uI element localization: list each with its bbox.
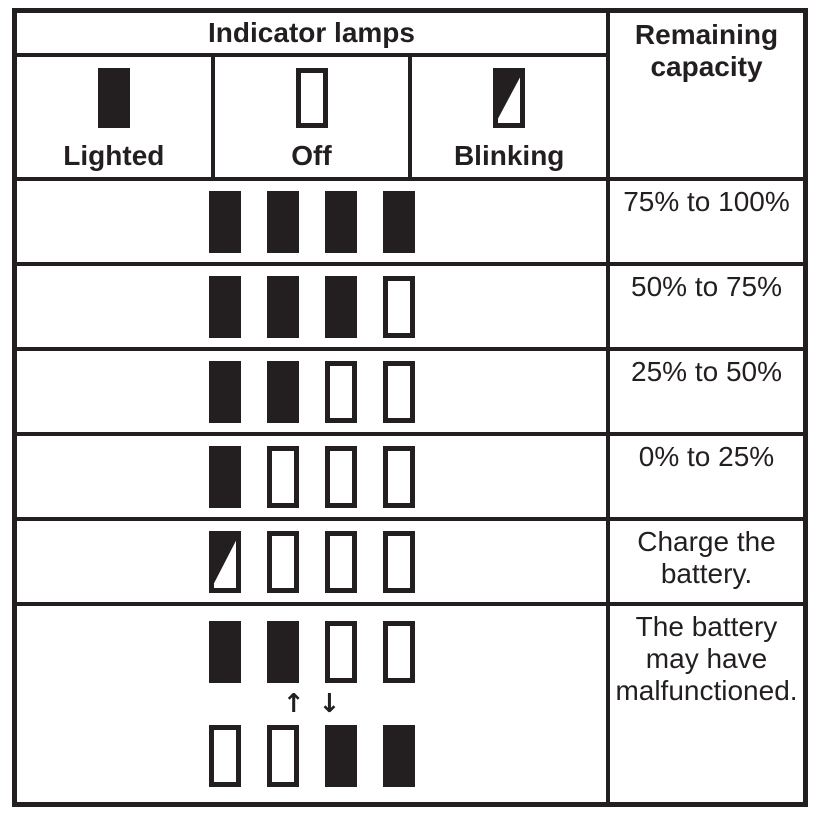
lamp-group-bottom: [208, 725, 415, 787]
lamp-state-cell: [17, 266, 610, 347]
legend-item-off: Off: [210, 57, 409, 177]
capacity-cell: 0% to 25%: [638, 441, 775, 472]
legend-item-lighted: Lighted: [17, 57, 211, 177]
lamp-off-icon: [382, 360, 415, 423]
lamp-lighted-icon: [208, 190, 241, 253]
lamp-lighted-icon: [266, 190, 299, 253]
lamp-off-icon: [382, 530, 415, 593]
arrow-down-icon: ↓: [318, 689, 341, 719]
legend-item-blinking: Blinking: [408, 57, 606, 177]
capacity-cell: Charge the battery.: [637, 526, 776, 589]
lamp-state-cell: [17, 521, 610, 602]
lamp-off-icon: [324, 445, 357, 508]
lamp-lighted-icon: [208, 445, 241, 508]
lamp-off-icon: [324, 530, 357, 593]
legend-row: Lighted Off Blinking: [17, 57, 606, 177]
lamp-off-icon: [208, 725, 241, 787]
battery-capacity-table: Indicator lamps Lighted Off Blinking: [12, 8, 808, 807]
lamp-lighted-icon: [266, 621, 299, 683]
capacity-cell: 50% to 75%: [631, 271, 782, 302]
lamp-off-icon: [382, 621, 415, 683]
lamp-lighted-icon: [382, 190, 415, 253]
lamp-lighted-icon: [266, 360, 299, 423]
lamp-off-icon: [266, 530, 299, 593]
legend-label-blinking: Blinking: [453, 140, 565, 171]
capacity-cell: The battery may have malfunctioned.: [615, 611, 798, 706]
lamp-lighted-icon: [324, 190, 357, 253]
lamp-blinking-icon: [493, 68, 526, 128]
lamp-state-cell: [17, 351, 610, 432]
lamp-off-icon: [382, 445, 415, 508]
table-row: 50% to 75%: [17, 262, 803, 347]
lamp-state-cell: [17, 436, 610, 517]
lamp-group: [208, 360, 415, 423]
indicator-lamps-header: Indicator lamps: [17, 13, 606, 57]
legend-lamp-slot: [295, 68, 328, 128]
lamp-off-icon: [324, 360, 357, 423]
lamp-off-icon: [382, 275, 415, 338]
lamp-lighted-icon: [382, 725, 415, 787]
lamp-group: [208, 190, 415, 253]
lamp-lighted-icon: [97, 68, 130, 128]
legend-label-lighted: Lighted: [63, 140, 165, 171]
indicator-lamps-section: Indicator lamps Lighted Off Blinking: [17, 13, 610, 177]
lamp-off-icon: [266, 445, 299, 508]
lamp-lighted-icon: [208, 621, 241, 683]
table-row: 0% to 25%: [17, 432, 803, 517]
lamp-lighted-icon: [324, 275, 357, 338]
lamp-blinking-icon: [208, 530, 241, 593]
legend-lamp-slot: [97, 68, 130, 128]
lamp-group: [208, 445, 415, 508]
lamp-lighted-icon: [266, 275, 299, 338]
table-row-malfunction: ↑ ↓ The battery may have malfunctioned.: [17, 602, 803, 802]
table-header-section: Indicator lamps Lighted Off Blinking: [17, 13, 803, 177]
table-row: Charge the battery.: [17, 517, 803, 602]
remaining-capacity-header: Remaining capacity: [634, 19, 779, 82]
lamp-lighted-icon: [324, 725, 357, 787]
lamp-group: [208, 275, 415, 338]
lamp-state-cell: ↑ ↓: [17, 606, 610, 802]
capacity-cell: 75% to 100%: [623, 186, 790, 217]
lamp-group: [208, 530, 415, 593]
lamp-lighted-icon: [208, 275, 241, 338]
lamp-lighted-icon: [208, 360, 241, 423]
lamp-group-top: [208, 621, 415, 683]
legend-label-off: Off: [291, 140, 332, 171]
lamp-off-icon: [295, 68, 328, 128]
lamp-state-cell: [17, 181, 610, 262]
lamp-off-icon: [266, 725, 299, 787]
table-row: 75% to 100%: [17, 177, 803, 262]
arrow-up-icon: ↑: [282, 689, 305, 719]
legend-lamp-slot: [493, 68, 526, 128]
table-row: 25% to 50%: [17, 347, 803, 432]
lamp-off-icon: [324, 621, 357, 683]
capacity-cell: 25% to 50%: [631, 356, 782, 387]
alternating-arrows: ↑ ↓: [283, 691, 341, 717]
